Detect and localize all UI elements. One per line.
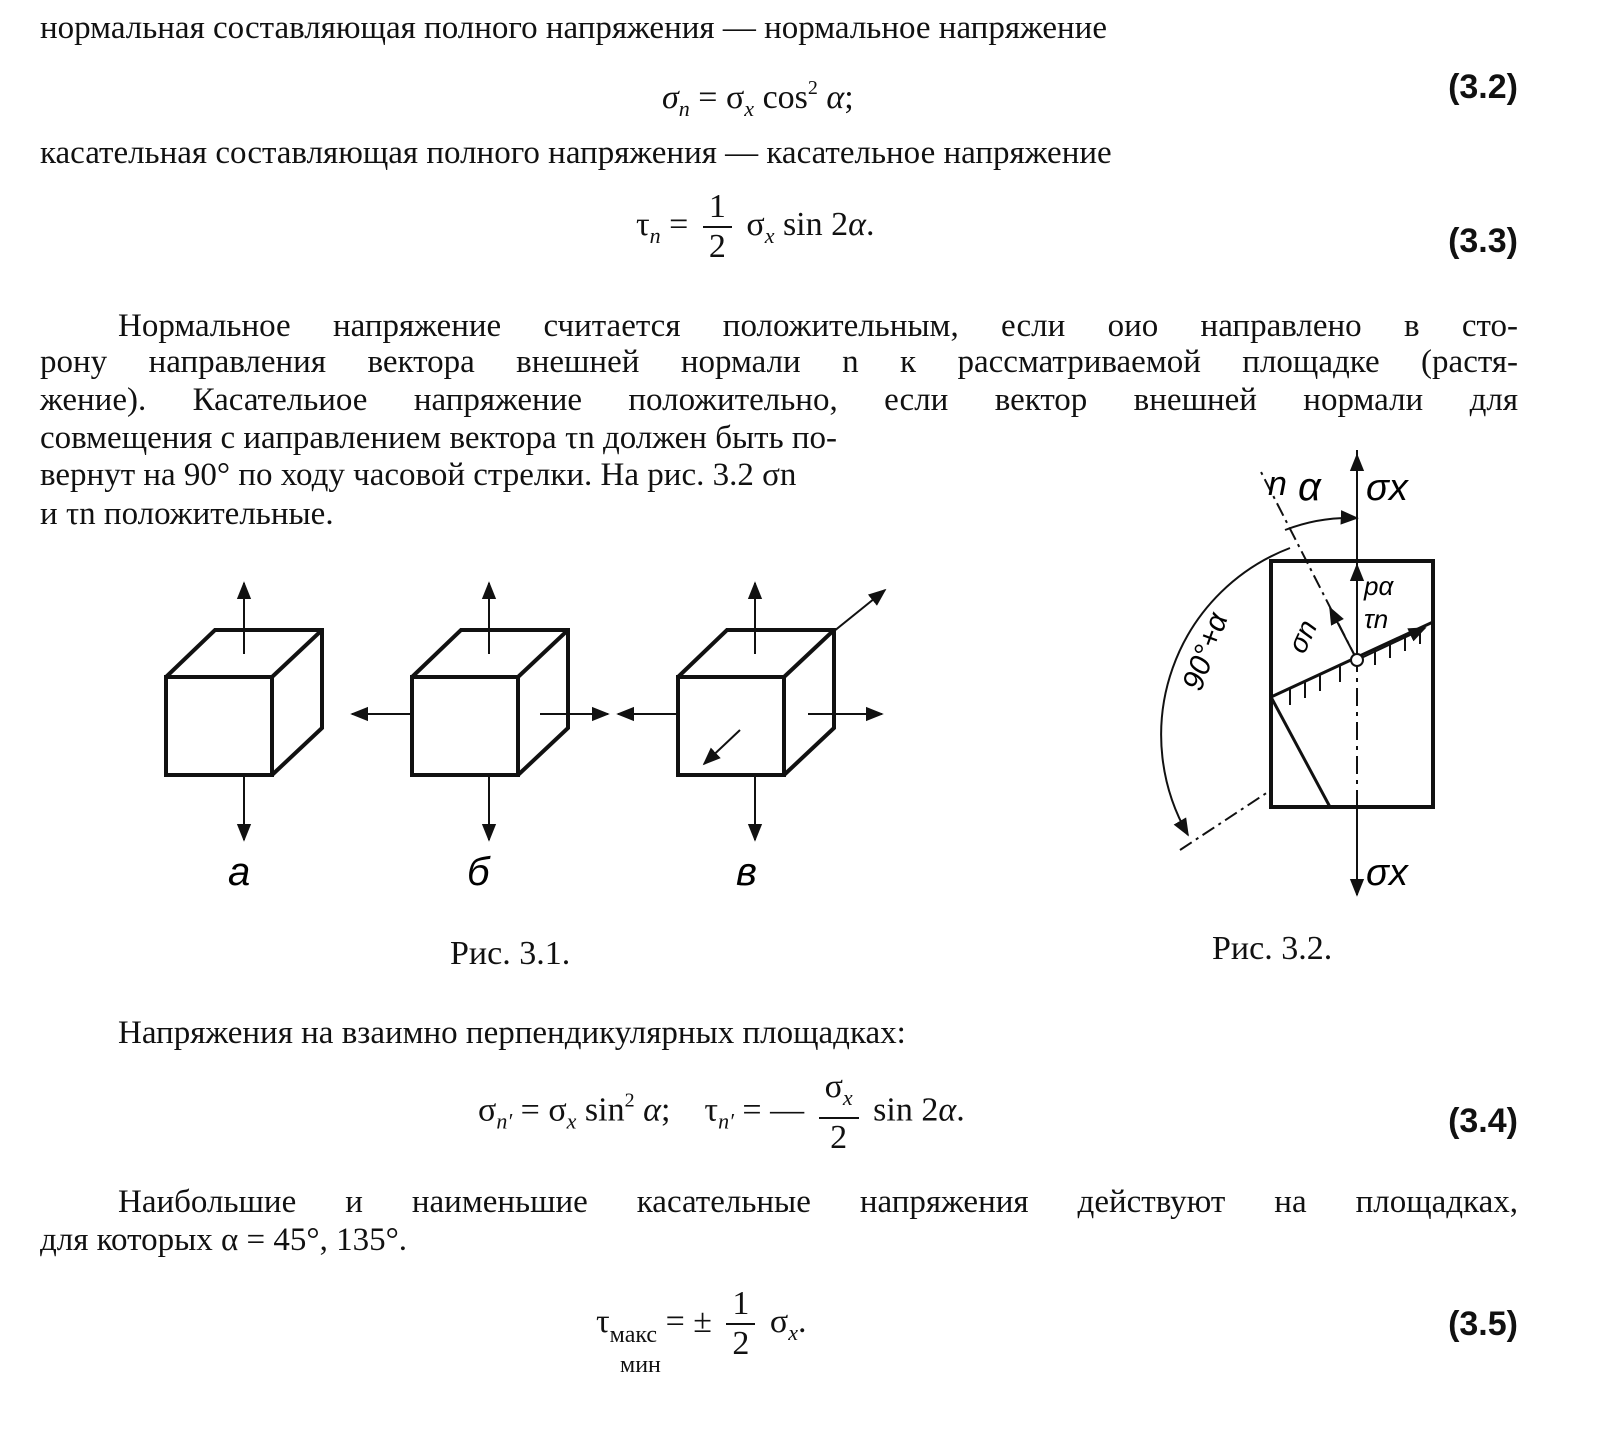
para3-line-a: Наибольшие и наименьшие касательные напр… bbox=[118, 1184, 1518, 1220]
frac-den: 2 bbox=[708, 228, 726, 265]
equation-3-2: σn = σx cos2 α; bbox=[662, 77, 854, 121]
fig31-label-b: б bbox=[467, 850, 491, 894]
frac-num-35: 1 bbox=[726, 1285, 756, 1325]
text-line-para2: Напряжения на взаимно перпендикулярных п… bbox=[118, 1015, 906, 1051]
cube-a bbox=[164, 628, 324, 777]
equation-3-5: τминмакс = ± 12 σx. bbox=[596, 1285, 807, 1362]
frac-den-35: 2 bbox=[732, 1325, 750, 1362]
eq-sign: = ± bbox=[665, 1302, 712, 1340]
fig32-label-sigma-n: σn bbox=[1281, 615, 1323, 658]
equation-number-3-2: (3.2) bbox=[1448, 68, 1518, 106]
figure-3-2: n α σx pα τn σn 90°+α σx bbox=[1160, 450, 1435, 897]
fig32-label-sigma-x-bottom: σx bbox=[1366, 852, 1410, 894]
para1-line-c: жение). Касательиое напряжение положител… bbox=[40, 382, 1518, 418]
equation-number-3-5: (3.5) bbox=[1448, 1305, 1518, 1343]
fig32-label-sigma-x-top: σx bbox=[1366, 467, 1410, 509]
para1-line-d: совмещения с иаправлением вектора τn дол… bbox=[40, 420, 838, 456]
fig31-label-a: а bbox=[228, 850, 250, 894]
fig32-label-n: n bbox=[1268, 465, 1287, 503]
text-line-2: касательная составляющая полного напряже… bbox=[40, 135, 1112, 171]
cube-b bbox=[410, 628, 570, 777]
para1-line-f: и τn положительные. bbox=[40, 496, 334, 532]
equation-number-3-4: (3.4) bbox=[1448, 1102, 1518, 1140]
tau-min-label: мин bbox=[620, 1352, 661, 1378]
para1-line-e: вернут на 90° по ходу часовой стрелки. Н… bbox=[40, 457, 797, 493]
fig32-label-angle: 90°+α bbox=[1176, 608, 1235, 695]
equation-number-3-3: (3.3) bbox=[1448, 222, 1518, 260]
para3-line-b: для которых α = 45°, 135°. bbox=[40, 1222, 408, 1258]
para1-line-b: рону направления вектора внешней нормали… bbox=[40, 344, 1518, 380]
fig32-label-p-alpha: pα bbox=[1363, 571, 1394, 601]
fig31-label-c: в bbox=[736, 850, 757, 894]
caption-fig-3-1: Рис. 3.1. bbox=[450, 935, 571, 972]
para1-line-a: Нормальное напряжение считается положите… bbox=[118, 308, 1518, 344]
frac-den-34: 2 bbox=[830, 1119, 848, 1156]
caption-fig-3-2: Рис. 3.2. bbox=[1212, 930, 1333, 967]
fig32-label-alpha: α bbox=[1298, 465, 1322, 509]
frac-num: 1 bbox=[702, 188, 732, 228]
text-line-1: нормальная составляющая полного напряжен… bbox=[40, 10, 1107, 46]
fig32-label-tau-n: τn bbox=[1364, 604, 1388, 634]
